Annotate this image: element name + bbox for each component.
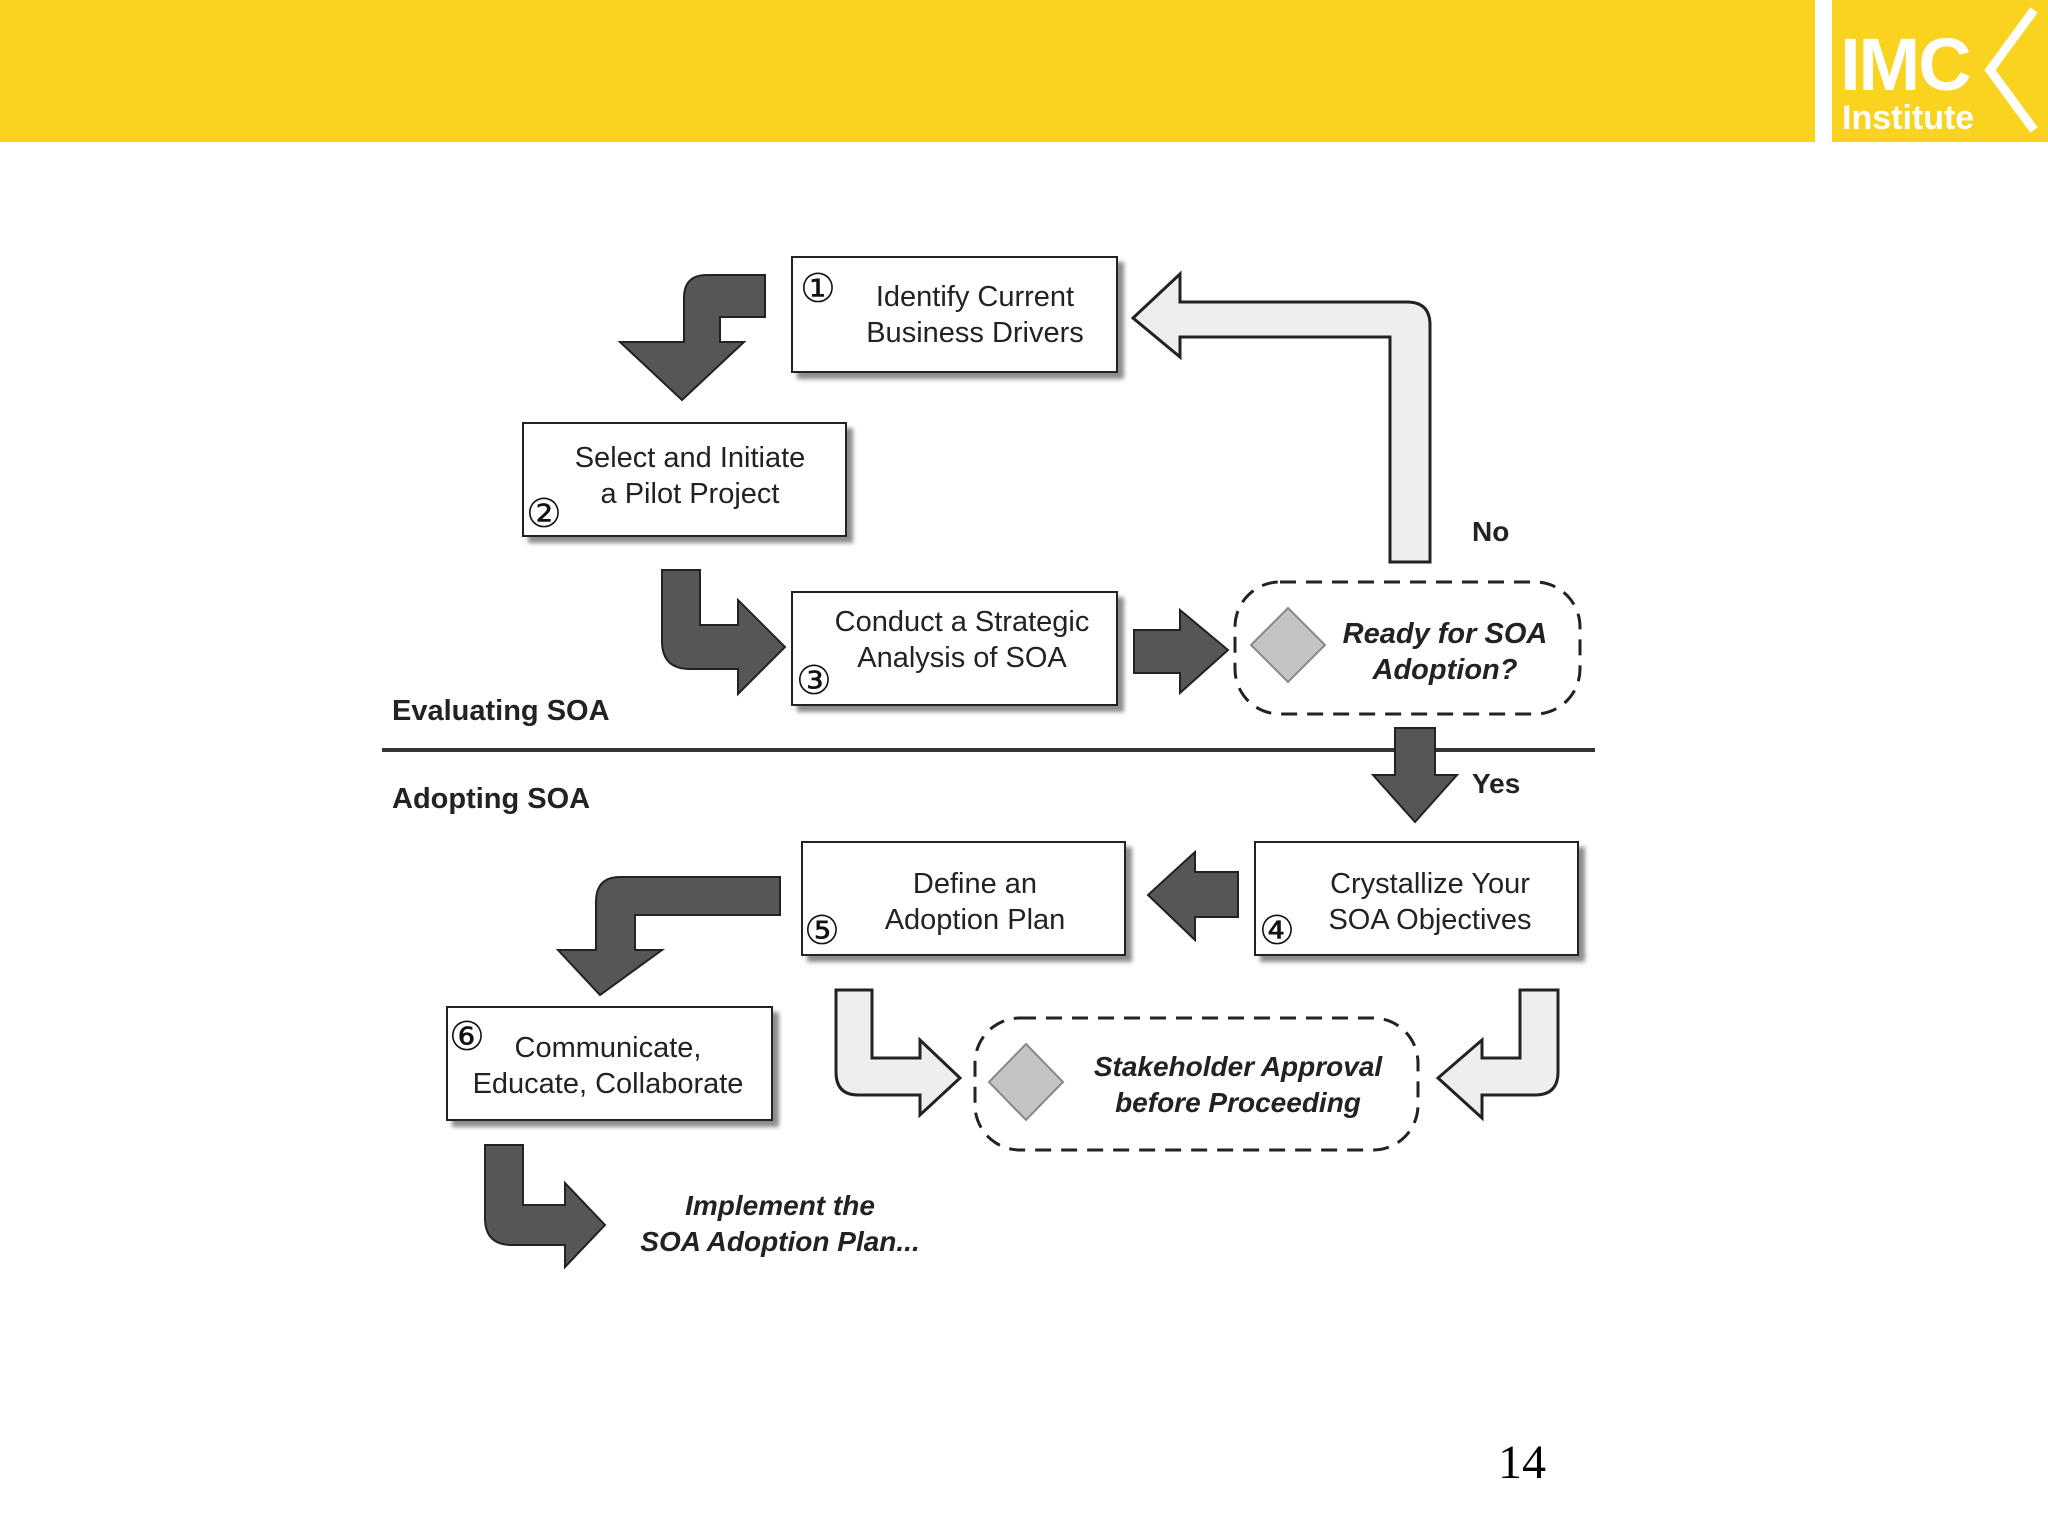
step-5-box: Define an Adoption Plan ⑤ — [801, 841, 1126, 956]
step-6-number: ⑥ — [449, 1014, 485, 1060]
step-4-number: ④ — [1259, 908, 1295, 954]
label-yes: Yes — [1472, 768, 1520, 799]
step-1-line1: Identify Current — [876, 281, 1074, 313]
ready-decision: Ready for SOA Adoption? — [1233, 580, 1582, 716]
implement-line1: Implement the — [685, 1190, 875, 1221]
step-2-line2: a Pilot Project — [601, 478, 780, 510]
step-3-number: ③ — [796, 658, 832, 704]
step-1-number: ① — [800, 266, 836, 312]
arrow-step5-to-approval — [834, 988, 963, 1119]
step-5-line2: Adoption Plan — [885, 904, 1066, 936]
arrow-to-step-2 — [617, 274, 766, 402]
arrow-to-ready-decision — [1133, 607, 1230, 696]
ready-line2: Adoption? — [1372, 654, 1518, 686]
arrow-step4-to-approval — [1435, 988, 1560, 1122]
logo-text-imc: IMC — [1840, 23, 1972, 106]
label-no: No — [1472, 516, 1509, 547]
page-number: 14 — [1498, 1436, 1546, 1489]
section-label-adopting: Adopting SOA — [392, 783, 590, 815]
step-6-line1: Communicate, — [515, 1032, 702, 1064]
section-label-evaluating: Evaluating SOA — [392, 695, 610, 727]
step-3-box: Conduct a Strategic Analysis of SOA ③ — [791, 591, 1118, 706]
step-4-line1: Crystallize Your — [1330, 868, 1530, 900]
approval-decision: Stakeholder Approval before Proceeding — [973, 1016, 1420, 1152]
step-3-line1: Conduct a Strategic — [835, 606, 1090, 638]
logo-text-institute: Institute — [1842, 99, 1975, 137]
step-4-box: Crystallize Your SOA Objectives ④ — [1254, 841, 1579, 956]
step-1-line2: Business Drivers — [866, 317, 1084, 349]
ready-diamond-icon — [1249, 606, 1327, 684]
arrow-to-step-6 — [555, 876, 781, 997]
step-4-line2: SOA Objectives — [1328, 904, 1531, 936]
arrow-to-step-5 — [1146, 849, 1239, 943]
step-1-box: ① Identify Current Business Drivers — [791, 256, 1118, 373]
approval-line2: before Proceeding — [1115, 1087, 1361, 1118]
arrow-no-loop — [1130, 270, 1432, 564]
step-6-line2: Educate, Collaborate — [473, 1068, 744, 1100]
arrow-yes — [1370, 727, 1460, 824]
arrow-to-step-3 — [661, 569, 787, 697]
imc-logo — [1832, 0, 2048, 142]
step-5-number: ⑤ — [804, 908, 840, 954]
step-5-line1: Define an — [913, 868, 1037, 900]
approval-diamond-icon — [987, 1042, 1065, 1122]
implement-line2: SOA Adoption Plan... — [640, 1226, 919, 1257]
approval-line1: Stakeholder Approval — [1094, 1051, 1384, 1082]
ready-line1: Ready for SOA — [1343, 618, 1548, 650]
step-2-box: Select and Initiate a Pilot Project ② — [522, 422, 847, 537]
header-bar — [0, 0, 1815, 142]
step-6-box: ⑥ Communicate, Educate, Collaborate — [446, 1006, 773, 1121]
step-2-line1: Select and Initiate — [575, 442, 806, 474]
arrow-to-implement — [484, 1144, 607, 1270]
step-2-number: ② — [526, 491, 562, 537]
step-3-line2: Analysis of SOA — [857, 642, 1067, 674]
